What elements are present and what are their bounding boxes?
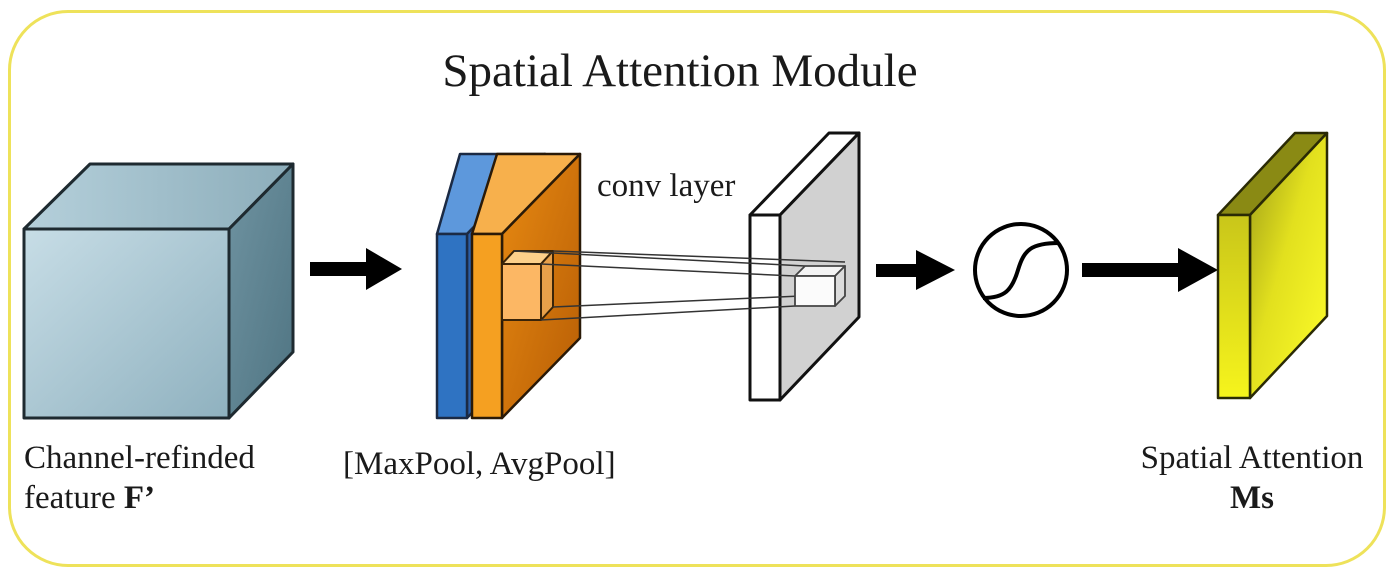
output-label: Spatial Attention Ms (1124, 438, 1380, 518)
module-frame (8, 10, 1386, 567)
output-cell-cube (794, 265, 846, 307)
sigmoid-icon (973, 222, 1069, 318)
input-label: Channel-refinded feature F’ (24, 438, 255, 518)
right-arrow-icon (876, 250, 955, 290)
input-label-line2: feature F’ (24, 478, 255, 518)
input-label-line1: Channel-refinded (24, 440, 255, 476)
avgpool-map (470, 152, 582, 420)
input-label-prefix: feature (24, 480, 124, 516)
diagram-title: Spatial Attention Module (442, 45, 918, 97)
right-arrow-icon (310, 248, 402, 290)
output-label-line1: Spatial Attention (1140, 440, 1364, 476)
attention-map (1216, 131, 1329, 400)
conv-layer-label: conv layer (597, 168, 736, 204)
input-feature-symbol: F’ (123, 480, 155, 516)
output-symbol: Ms (1230, 480, 1274, 516)
right-arrow-icon (1082, 248, 1218, 292)
input-feature-cube (22, 162, 295, 420)
kernel-cube (501, 250, 554, 321)
pool-label: [MaxPool, AvgPool] (343, 446, 616, 482)
output-label-line2: Ms (1124, 478, 1380, 518)
